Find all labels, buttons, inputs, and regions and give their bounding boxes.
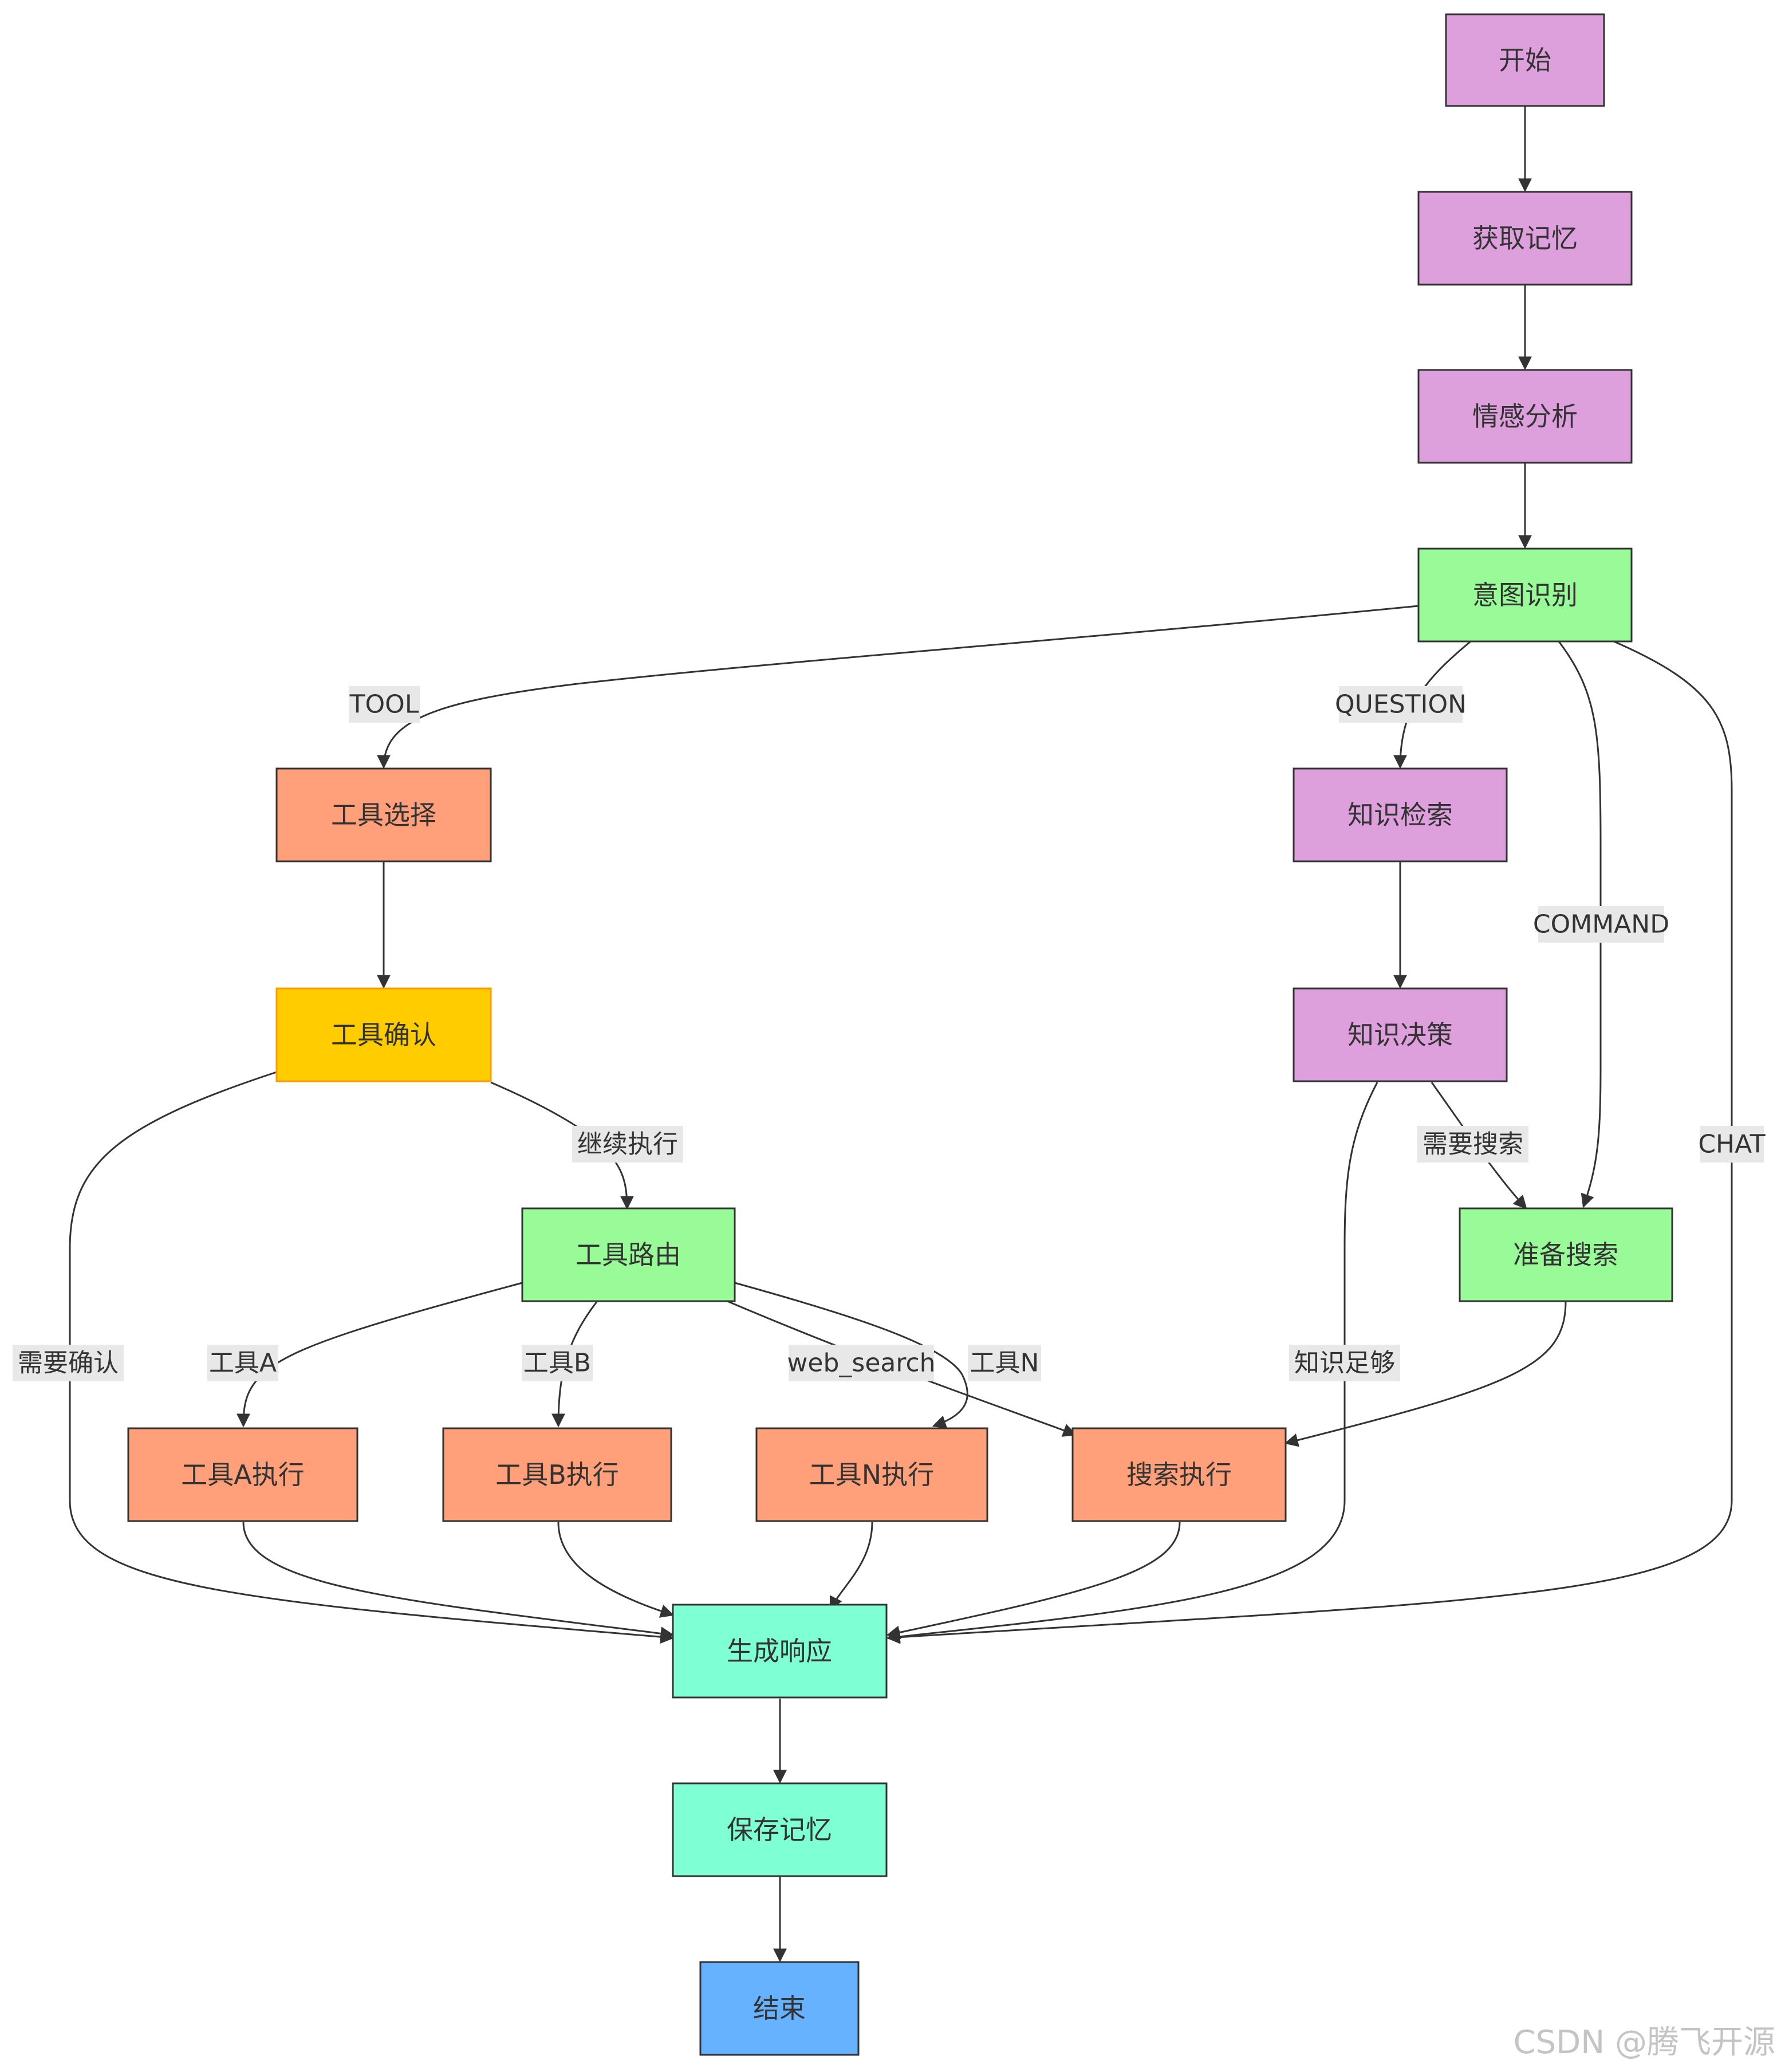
node-knowledge-search-label: 知识检索 — [1347, 799, 1453, 830]
node-start-box — [1445, 13, 1605, 107]
node-knowledge-decision-box — [1293, 987, 1508, 1082]
node-search-exec: 搜索执行 — [1071, 1427, 1287, 1522]
node-get-memory-box — [1417, 191, 1633, 286]
node-save-memory: 保存记忆 — [672, 1782, 888, 1877]
node-tool-confirm-label: 工具确认 — [331, 1019, 436, 1050]
node-search-exec-label: 搜索执行 — [1126, 1459, 1232, 1490]
node-knowledge-search: 知识检索 — [1293, 767, 1508, 862]
edge-label-tool-text: TOOL — [349, 690, 419, 719]
edge-tool-confirm-to-gen-response — [69, 1071, 675, 1644]
node-end-box — [699, 1961, 860, 2056]
node-tool-confirm-box — [275, 987, 492, 1082]
edge-knowledge-decision-to-gen-response — [886, 1082, 1378, 1644]
node-start: 开始 — [1445, 13, 1605, 107]
node-tool-select-box — [275, 767, 492, 862]
node-tool-route: 工具路由 — [521, 1207, 736, 1302]
watermark: CSDN @腾飞开源 — [1514, 2024, 1775, 2061]
node-gen-response: 生成响应 — [672, 1604, 888, 1699]
node-tool-route-label: 工具路由 — [576, 1239, 681, 1270]
node-get-memory: 获取记忆 — [1417, 191, 1633, 286]
edge-label-command: COMMAND — [1533, 906, 1669, 943]
edge-tool-n-to-gen-response — [829, 1522, 873, 1611]
edge-label-chat: CHAT — [1698, 1126, 1766, 1163]
edge-label-need-search-text: 需要搜索 — [1423, 1130, 1523, 1159]
node-tool-select: 工具选择 — [275, 767, 492, 862]
edge-label-question: QUESTION — [1335, 686, 1467, 723]
node-prepare-search-label: 准备搜索 — [1513, 1239, 1618, 1270]
node-tool-b-label: 工具B执行 — [495, 1459, 619, 1490]
edge-labels: TOOL QUESTION COMMAND CHAT 继续执行 需要搜索 需要确… — [13, 686, 1766, 1381]
edge-label-need-confirm-text: 需要确认 — [18, 1349, 119, 1378]
node-prepare-search: 准备搜索 — [1459, 1207, 1673, 1302]
edge-label-tool: TOOL — [349, 686, 420, 723]
node-tool-n-label: 工具N执行 — [809, 1459, 934, 1490]
edge-intent-to-tool-select — [377, 605, 1419, 769]
node-gen-response-label: 生成响应 — [727, 1636, 832, 1667]
edge-label-continue-exec-text: 继续执行 — [577, 1130, 678, 1159]
edge-label-tool-n: 工具N — [968, 1345, 1041, 1381]
edge-label-web-search: web_search — [787, 1345, 936, 1381]
edge-label-tool-a-text: 工具A — [209, 1349, 277, 1378]
edge-label-continue-exec: 继续执行 — [572, 1126, 683, 1163]
edge-label-need-search: 需要搜索 — [1417, 1126, 1528, 1163]
node-tool-confirm: 工具确认 — [275, 987, 492, 1082]
node-get-memory-label: 获取记忆 — [1472, 223, 1578, 254]
node-tool-n: 工具N执行 — [755, 1427, 988, 1522]
edge-label-tool-b: 工具B — [522, 1345, 593, 1381]
node-tool-select-label: 工具选择 — [331, 799, 436, 830]
node-tool-b-box — [442, 1427, 672, 1522]
node-tool-a: 工具A执行 — [127, 1427, 358, 1522]
node-start-label: 开始 — [1499, 45, 1551, 76]
edge-label-question-text: QUESTION — [1335, 690, 1467, 719]
node-tool-a-label: 工具A执行 — [181, 1459, 304, 1490]
edge-tool-a-to-gen-response — [242, 1522, 675, 1641]
nodes: 开始 获取记忆 情感分析 意图识别 工具选择 知识检索 工具确认 知识决策 — [127, 13, 1673, 2056]
edge-label-need-confirm: 需要确认 — [13, 1345, 124, 1381]
node-tool-a-box — [127, 1427, 358, 1522]
node-tool-n-box — [755, 1427, 988, 1522]
edge-tool-b-to-gen-response — [557, 1522, 675, 1618]
node-sentiment-box — [1417, 369, 1633, 464]
node-sentiment-label: 情感分析 — [1472, 401, 1578, 432]
node-tool-b: 工具B执行 — [442, 1427, 672, 1522]
edge-label-chat-text: CHAT — [1698, 1130, 1765, 1159]
edge-tool-route-to-tool-n — [734, 1282, 968, 1429]
edge-search-exec-to-gen-response — [886, 1522, 1181, 1640]
edge-tool-route-to-tool-a — [237, 1282, 523, 1428]
node-intent: 意图识别 — [1417, 547, 1633, 643]
edge-label-tool-b-text: 工具B — [523, 1349, 591, 1378]
edge-label-tool-n-text: 工具N — [970, 1349, 1039, 1378]
edge-label-knowledge-enough: 知识足够 — [1289, 1345, 1400, 1381]
edge-intent-to-prepare-search — [1558, 641, 1602, 1208]
node-gen-response-box — [672, 1604, 888, 1699]
node-intent-label: 意图识别 — [1472, 580, 1578, 610]
edge-label-knowledge-enough-text: 知识足够 — [1294, 1349, 1395, 1378]
node-search-exec-box — [1071, 1427, 1287, 1522]
node-save-memory-box — [672, 1782, 888, 1877]
edge-intent-to-gen-response — [886, 640, 1733, 1644]
node-save-memory-label: 保存记忆 — [727, 1814, 832, 1845]
node-end-label: 结束 — [753, 1993, 806, 2024]
node-tool-route-box — [521, 1207, 736, 1302]
node-prepare-search-box — [1459, 1207, 1673, 1302]
node-knowledge-decision: 知识决策 — [1293, 987, 1508, 1082]
node-knowledge-search-box — [1293, 767, 1508, 862]
node-end: 结束 — [699, 1961, 860, 2056]
node-knowledge-decision-label: 知识决策 — [1347, 1019, 1453, 1050]
node-intent-box — [1417, 547, 1633, 643]
edge-label-web-search-text: web_search — [787, 1349, 935, 1378]
edge-prepare-search-to-search-exec — [1284, 1301, 1567, 1447]
edge-label-tool-a: 工具A — [207, 1345, 278, 1381]
edge-label-command-text: COMMAND — [1533, 910, 1669, 939]
node-sentiment: 情感分析 — [1417, 369, 1633, 464]
